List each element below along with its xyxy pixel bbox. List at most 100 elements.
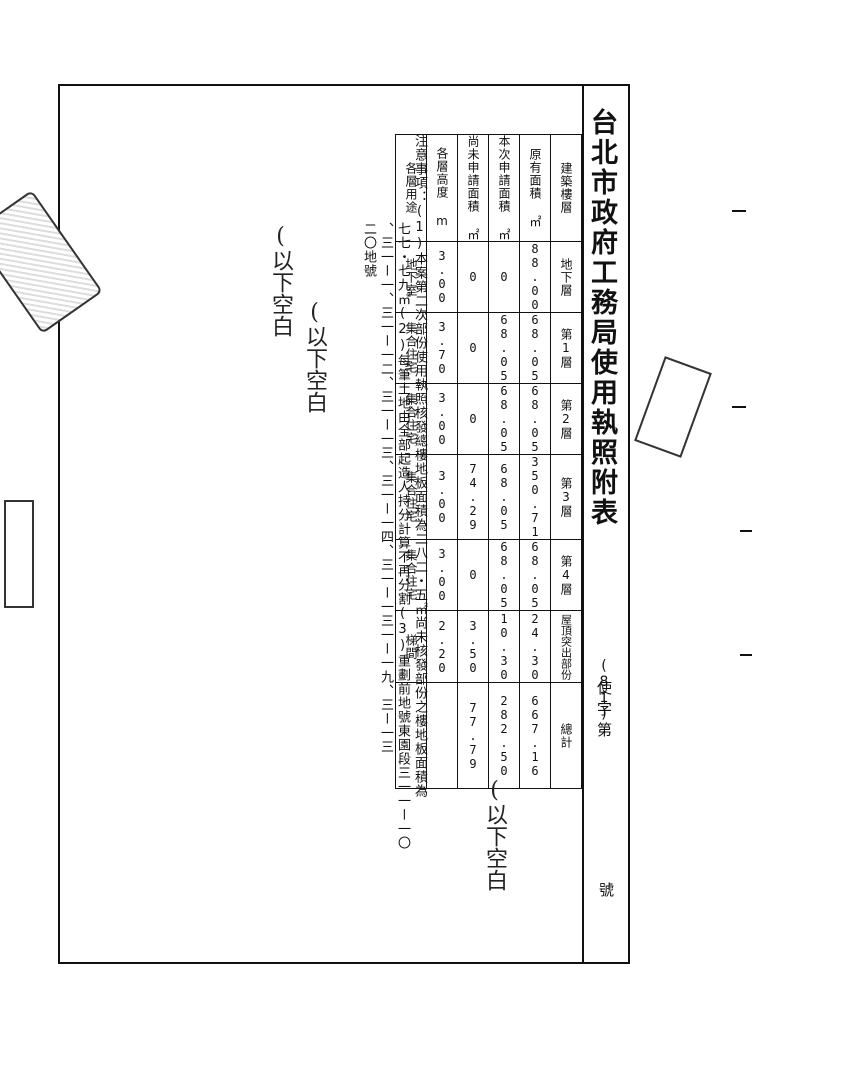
document-number-prefix: (81): [596, 658, 612, 722]
table-cell-text: 3.00: [435, 469, 449, 525]
table-cell: 第3層: [550, 454, 582, 540]
table-cell: 68.05: [488, 312, 520, 384]
table-cell: 3.50: [457, 610, 489, 683]
table-cell-text: 74.29: [466, 462, 480, 532]
document-number-suffix: 號: [597, 882, 615, 897]
table-cell: 74.29: [457, 454, 489, 540]
table-row: 集合住宅 3.70 0 68.05 68.05 第1層: [395, 312, 582, 384]
table-cell: 3.00: [426, 241, 458, 313]
table-cell: 0: [488, 241, 520, 313]
table-cell: 0: [457, 241, 489, 313]
table-cell-text: 屋頂突出部份: [559, 613, 573, 680]
table-cell-text: 梯間: [404, 633, 418, 660]
table-cell: 3.00: [426, 383, 458, 455]
table-cell-text: 各層高度 m: [435, 147, 449, 229]
table-cell-text: 88.00: [528, 242, 542, 312]
table-cell-text: 尚未申請面積 ㎡: [466, 135, 480, 241]
table-cell-text: 3.70: [435, 320, 449, 376]
table-cell: 282.50: [488, 682, 520, 789]
table-row: 集合住宅 3.00 0 68.05 68.05 第4層: [395, 539, 582, 611]
table-cell-text: 集合住宅: [404, 549, 418, 601]
table-cell: 總計: [550, 682, 582, 789]
handwritten-note: (以下空白: [482, 778, 507, 891]
table-cell-text: 集合住宅: [404, 393, 418, 445]
seal-stamp: [634, 356, 712, 458]
table-cell-text: 667.16: [528, 693, 542, 778]
table-cell-text: 0: [466, 412, 480, 426]
table-cell-text: 68.05: [497, 462, 511, 532]
table-cell: 10.30: [488, 610, 520, 683]
table-cell: 集合住宅: [395, 312, 427, 384]
table-cell-text: 3.00: [435, 547, 449, 603]
table-cell: 667.16: [519, 682, 551, 789]
note-line: 二〇地號: [361, 222, 376, 278]
table-cell: 0: [457, 312, 489, 384]
note-line: 七七・七九㎡(2)每筆土地由全部起造人持分計算不再分割(3)重劃前地號東園段三一…: [395, 222, 410, 850]
table-cell-text: 68.05: [528, 313, 542, 383]
table-cell-text: 3.50: [466, 618, 480, 675]
table-cell: 3.00: [426, 454, 458, 540]
table-cell-text: 68.05: [497, 540, 511, 610]
table-row-label: 各層高度 m: [426, 134, 458, 242]
table-cell: [426, 682, 458, 789]
margin-mark: [740, 654, 752, 656]
table-cell: 68.05: [488, 454, 520, 540]
table-cell: 2.20: [426, 610, 458, 683]
table-cell-text: 第1層: [559, 327, 573, 369]
table-cell-text: 0: [466, 270, 480, 284]
table-cell-text: 2.20: [435, 618, 449, 675]
table-cell-text: 建築樓層: [559, 162, 573, 214]
table-row: 77.79 282.50 667.16 總計: [395, 682, 582, 789]
table-cell: 88.00: [519, 241, 551, 313]
margin-mark: [732, 406, 746, 408]
table-cell: 3.00: [426, 539, 458, 611]
table-cell-text: 350.71: [528, 455, 542, 539]
table-cell: [395, 682, 427, 789]
margin-mark: [740, 530, 752, 532]
table-cell-text: 0: [466, 341, 480, 355]
table-cell: 68.05: [488, 539, 520, 611]
table-row-label: 尚未申請面積 ㎡: [457, 134, 489, 242]
table-cell-text: 68.05: [528, 540, 542, 610]
table-cell-text: 第3層: [559, 476, 573, 518]
table-cell-text: 282.50: [497, 693, 511, 778]
table-cell-text: 第4層: [559, 554, 573, 596]
table-cell-text: 0: [497, 270, 511, 284]
table-cell: 集合住宅: [395, 539, 427, 611]
handwritten-note: (以下空白: [268, 224, 293, 337]
table-cell: 0: [457, 383, 489, 455]
table-cell: 梯間: [395, 610, 427, 683]
table-cell-text: 3.00: [435, 249, 449, 305]
table-cell-text: 68.05: [528, 384, 542, 454]
table-cell: 68.05: [488, 383, 520, 455]
table-cell: 24.30: [519, 610, 551, 683]
table-cell-text: 77.79: [466, 700, 480, 771]
table-cell-text: 地下層: [559, 257, 573, 297]
table-row-label: 建築樓層: [550, 134, 582, 242]
table-cell-text: 集合住宅: [404, 322, 418, 374]
note-line: 注意事項：(1)本案第二次部份使用執照核發總樓地板面積為二八二・五㎡尚未核發部份…: [412, 134, 427, 798]
note-line: 、三一ー一、三一ー一二、三一ー一三、三一ー一四、三一ー一三一ー一九、三ー一三: [378, 222, 393, 754]
table-cell-text: 本次申請面積 ㎡: [497, 135, 511, 241]
table-row-label: 本次申請面積 ㎡: [488, 134, 520, 242]
title-divider: [582, 84, 584, 964]
document-title: 台北市政府工務局使用執照附表: [586, 108, 617, 528]
table-cell: 68.05: [519, 539, 551, 611]
table-row: 集合住宅 3.00 0 68.05 68.05 第2層: [395, 383, 582, 455]
table-cell: 第1層: [550, 312, 582, 384]
table-cell: 第4層: [550, 539, 582, 611]
table-cell: 68.05: [519, 383, 551, 455]
table-cell: 第2層: [550, 383, 582, 455]
margin-mark: [732, 210, 746, 212]
notes: 注意事項：(1)本案第二次部份使用執照核發總樓地板面積為二八二・五㎡尚未核發部份…: [360, 134, 428, 934]
table-cell: 集合住宅: [395, 383, 427, 455]
handwritten-note: (以下空白: [302, 300, 327, 413]
table-cell-text: 3.00: [435, 391, 449, 447]
table-cell-text: 集合住宅: [404, 471, 418, 523]
table-cell-text: 0: [466, 568, 480, 582]
table-cell-text: 68.05: [497, 313, 511, 383]
document-number-label: 使字第: [595, 680, 613, 743]
